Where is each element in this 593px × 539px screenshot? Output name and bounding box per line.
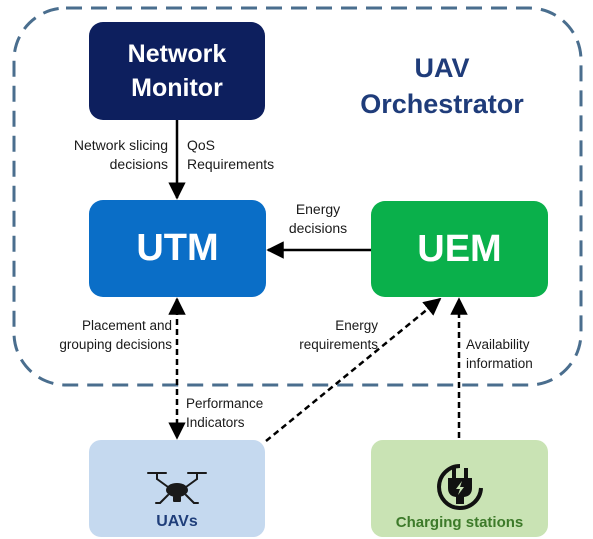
energy-decisions-label: Energy decisions (288, 201, 348, 236)
availability-information-label: Availability information (466, 337, 533, 371)
drone-icon (142, 465, 212, 511)
network-slicing-label: Network slicing decisions (73, 137, 168, 172)
utm-box: UTM (89, 200, 266, 297)
arrow-uavs-to-uem (265, 297, 442, 442)
uem-label: UEM (417, 227, 502, 270)
network-monitor-label: Network Monitor (127, 40, 227, 102)
utm-label: UTM (136, 227, 219, 269)
energy-requirements-label: Energy requirements (299, 318, 378, 352)
charging-stations-label: Charging stations (395, 514, 524, 531)
charging-stations-box: Charging stations (371, 440, 548, 537)
plug-icon (433, 462, 487, 512)
orchestrator-title: UAV Orchestrator (360, 53, 524, 119)
uavs-label: UAVs (156, 513, 198, 530)
uem-box: UEM (371, 201, 548, 297)
orchestrator-boundary (12, 6, 583, 387)
placement-grouping-label: Placement and grouping decisions (59, 318, 172, 352)
qos-requirements-label: QoS Requirements (187, 137, 275, 172)
network-monitor-box: Network Monitor (89, 22, 265, 120)
performance-indicators-label: Performance Indicators (186, 396, 264, 430)
uavs-box: UAVs (89, 440, 265, 537)
